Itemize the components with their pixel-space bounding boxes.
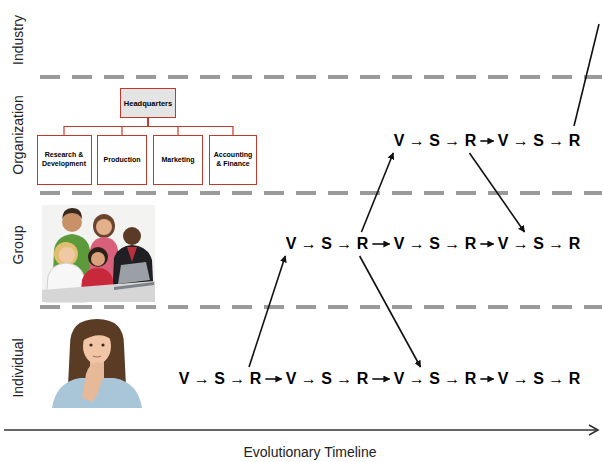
node-text: Marketing bbox=[161, 156, 194, 165]
node-text: V → S → R bbox=[286, 370, 369, 388]
vsr-sequence: V → S → R bbox=[494, 367, 585, 391]
department-box: Accounting & Finance bbox=[209, 135, 257, 185]
node-text: V → S → R bbox=[498, 132, 581, 150]
level-divider bbox=[40, 75, 602, 79]
node-text: V → S → R bbox=[394, 235, 477, 253]
individual-photo bbox=[82, 326, 113, 341]
node-text: Research & Development bbox=[40, 151, 89, 169]
group-photo bbox=[114, 282, 154, 290]
group-photo bbox=[96, 219, 112, 235]
node-text: V → S → R bbox=[498, 370, 581, 388]
org-connector bbox=[122, 118, 148, 135]
group-photo bbox=[42, 205, 155, 302]
vsr-sequence: V → S → R bbox=[282, 367, 373, 391]
node-text: V → S → R bbox=[179, 370, 262, 388]
node-text: V → S → R bbox=[498, 235, 581, 253]
vsr-sequence: V → S → R bbox=[282, 232, 373, 256]
level-divider bbox=[40, 77, 602, 307]
individual-photo bbox=[101, 343, 104, 346]
vsr-sequence: V → S → R bbox=[494, 129, 585, 153]
vsr-sequence: V → S → R bbox=[175, 367, 266, 391]
group-photo bbox=[93, 214, 115, 238]
group-photo bbox=[118, 262, 150, 284]
level-label: Group bbox=[10, 226, 26, 265]
flow-arrow bbox=[372, 243, 389, 245]
vsr-sequence: V → S → R bbox=[390, 129, 481, 153]
group-photo bbox=[59, 247, 75, 263]
industry-arrow-line bbox=[574, 24, 599, 126]
org-connector bbox=[148, 118, 233, 135]
timeline-arrow bbox=[4, 429, 597, 431]
group-photo bbox=[62, 208, 82, 219]
level-label: Industry bbox=[10, 15, 26, 65]
group-photo bbox=[123, 227, 141, 245]
node-text: Headquarters bbox=[124, 99, 172, 108]
node-text: Production bbox=[104, 156, 141, 165]
flow-arrow bbox=[480, 140, 493, 142]
group-photo bbox=[88, 247, 108, 267]
flow-arrow bbox=[480, 243, 493, 245]
level-divider bbox=[40, 305, 602, 309]
individual-photo bbox=[89, 343, 92, 346]
org-connector bbox=[64, 118, 148, 135]
department-box: Production bbox=[97, 135, 147, 185]
individual-photo bbox=[82, 362, 104, 402]
flow-arrow bbox=[372, 378, 389, 380]
flow-arrow bbox=[361, 153, 393, 232]
timeline-arrow bbox=[4, 425, 598, 435]
flow-arrow bbox=[360, 256, 421, 367]
node-text: V → S → R bbox=[394, 132, 477, 150]
axis-label: Evolutionary Timeline bbox=[243, 444, 376, 460]
node-text: Accounting & Finance bbox=[212, 151, 254, 169]
industry-arrow-line bbox=[574, 24, 599, 126]
headquarters-box: Headquarters bbox=[120, 88, 176, 118]
group-photo bbox=[42, 281, 155, 302]
level-label: Organization bbox=[10, 95, 26, 174]
group-photo bbox=[42, 205, 155, 302]
flow-arrow bbox=[265, 378, 281, 380]
vsr-sequence: V → S → R bbox=[390, 367, 481, 391]
individual-photo bbox=[45, 318, 148, 408]
department-box: Marketing bbox=[153, 135, 203, 185]
node-text: V → S → R bbox=[394, 370, 477, 388]
group-photo bbox=[127, 247, 137, 262]
group-photo bbox=[54, 242, 78, 266]
flow-arrow bbox=[469, 153, 524, 232]
vsr-sequence: V → S → R bbox=[390, 232, 481, 256]
flow-arrow bbox=[480, 378, 493, 380]
level-divider bbox=[40, 191, 602, 195]
level-label: Individual bbox=[10, 338, 26, 397]
flow-arrow bbox=[249, 256, 285, 367]
individual-photo bbox=[45, 318, 148, 408]
vsr-sequence: V → S → R bbox=[494, 232, 585, 256]
connector-group bbox=[64, 118, 524, 379]
timeline-arrow bbox=[589, 425, 598, 435]
node-text: V → S → R bbox=[286, 235, 369, 253]
individual-photo bbox=[93, 356, 101, 357]
department-box: Research & Development bbox=[37, 135, 92, 185]
group-photo bbox=[91, 252, 105, 266]
